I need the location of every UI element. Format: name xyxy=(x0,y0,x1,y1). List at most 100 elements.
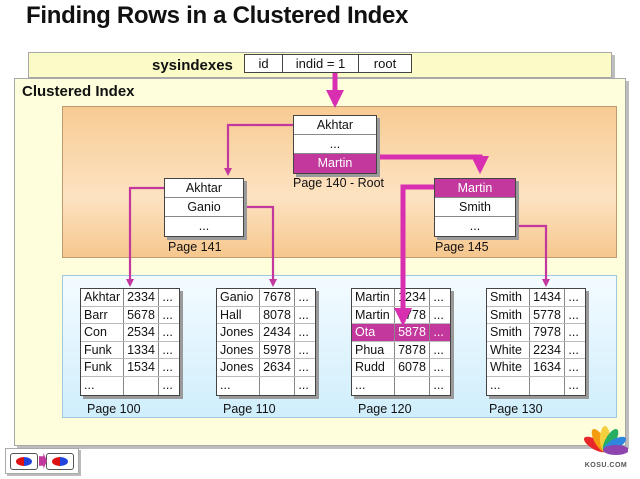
root-row-ellipsis: ... xyxy=(294,135,376,154)
page141-row-akhtar: Akhtar xyxy=(165,179,243,198)
leaf-cell-name: Hall xyxy=(217,306,261,324)
page-145-caption: Page 145 xyxy=(435,240,489,254)
leaf-cell-name: Jones xyxy=(217,359,261,376)
leaf-cell-name: Akhtar xyxy=(81,289,125,306)
leaf-cell-value xyxy=(260,376,296,395)
logo-text: KOSU.COM xyxy=(584,462,628,469)
previous-slide-button[interactable] xyxy=(10,452,38,470)
sysindexes-label: sysindexes xyxy=(152,57,233,74)
sysindexes-col-root: root xyxy=(373,56,397,71)
search-arrow-root-to-page145 xyxy=(377,154,489,174)
leaf-cell-name: Jones xyxy=(217,324,261,341)
leaf-cell-more: ... xyxy=(433,342,444,357)
leaf-cell-value: 1334 xyxy=(124,341,160,359)
leaf-cell-more: ... xyxy=(433,307,444,322)
leaf-cell-more: ... xyxy=(298,360,309,375)
leaf-cell-name: Jones xyxy=(217,341,261,359)
leaf-cell-name: Rudd xyxy=(352,359,396,376)
leaf-cell-more: ... xyxy=(433,325,444,340)
connector-page145-smith-to-page130 xyxy=(516,224,550,287)
connector-root-to-page141 xyxy=(224,123,293,176)
leaf-cell-name: Martin xyxy=(352,289,396,306)
leaf-cell-value: 2534 xyxy=(124,324,160,341)
leaf-page-110-caption: Page 110 xyxy=(223,402,276,416)
leaf-cell-value: 2434 xyxy=(260,324,296,341)
page145-row-martin: Martin xyxy=(435,179,515,198)
leaf-cell-name: Ota xyxy=(352,324,396,341)
slide-navigation xyxy=(5,448,79,474)
leaf-cell-more: ... xyxy=(298,377,309,392)
leaf-cell-value: 7678 xyxy=(260,289,296,306)
leaf-cell-value: 2334 xyxy=(124,289,160,306)
leaf-row: ...... xyxy=(352,376,450,395)
leaf-page-130-caption: Page 130 xyxy=(489,402,543,416)
page141-row-ganio: Ganio xyxy=(165,198,243,217)
leaf-cell-more: ... xyxy=(162,307,173,322)
sysindexes-table: id indid = 1 root xyxy=(244,54,412,73)
search-path xyxy=(326,73,489,322)
leaf-cell-value: 8078 xyxy=(260,306,296,324)
leaf-cell-name: White xyxy=(487,359,531,376)
leaf-cell-more: ... xyxy=(568,377,579,392)
page-title: Finding Rows in a Clustered Index xyxy=(26,2,409,29)
leaf-cell-value: 2634 xyxy=(260,359,296,376)
leaf-cell-more: ... xyxy=(162,360,173,375)
leaf-cell-name: Con xyxy=(81,324,125,341)
leaf-cell-name: Smith xyxy=(487,324,531,341)
leaf-page-100-caption: Page 100 xyxy=(87,402,141,416)
leaf-cell-name: ... xyxy=(81,376,125,395)
leaf-cell-value: 5978 xyxy=(260,341,296,359)
leaf-cell-name: ... xyxy=(217,376,261,395)
leaf-cell-more: ... xyxy=(298,290,309,304)
leaf-cell-value: 2234 xyxy=(530,341,566,359)
leaf-cell-name: Barr xyxy=(81,306,125,324)
leaf-cell-name: Smith xyxy=(487,306,531,324)
leaf-cell-more: ... xyxy=(298,307,309,322)
leaf-cell-value: 5878 xyxy=(395,324,431,341)
arrow-right-icon xyxy=(39,453,47,469)
previous-slide-icon xyxy=(16,456,32,466)
page-141-caption: Page 141 xyxy=(168,240,222,254)
leaf-cell-name: ... xyxy=(352,376,396,395)
leaf-cell-more: ... xyxy=(433,360,444,375)
leaf-cell-value: 5778 xyxy=(530,306,566,324)
leaf-cell-value xyxy=(124,376,160,395)
leaf-cell-name: White xyxy=(487,341,531,359)
page145-row-ellipsis: ... xyxy=(469,219,481,233)
root-row-martin: Martin xyxy=(294,154,376,173)
leaf-cell-value: 1634 xyxy=(530,359,566,376)
leaf-cell-more: ... xyxy=(568,290,579,304)
leaf-cell-more: ... xyxy=(568,307,579,322)
leaf-cell-more: ... xyxy=(162,377,173,392)
leaf-cell-value: 7878 xyxy=(395,341,431,359)
root-page-caption: Page 140 - Root xyxy=(293,176,385,190)
next-slide-button[interactable] xyxy=(46,452,74,470)
search-arrow-page145-to-page120 xyxy=(394,184,434,322)
leaf-cell-name: Smith xyxy=(487,289,531,306)
page145-row-smith: Smith xyxy=(435,198,515,217)
leaf-cell-name: Funk xyxy=(81,359,125,376)
sysindexes-col-id: id xyxy=(245,55,283,72)
leaf-cell-name: Funk xyxy=(81,341,125,359)
leaf-cell-more: ... xyxy=(568,360,579,375)
leaf-cell-more: ... xyxy=(162,290,173,304)
leaf-cell-more: ... xyxy=(433,377,444,392)
clustered-index-label: Clustered Index xyxy=(22,83,135,100)
